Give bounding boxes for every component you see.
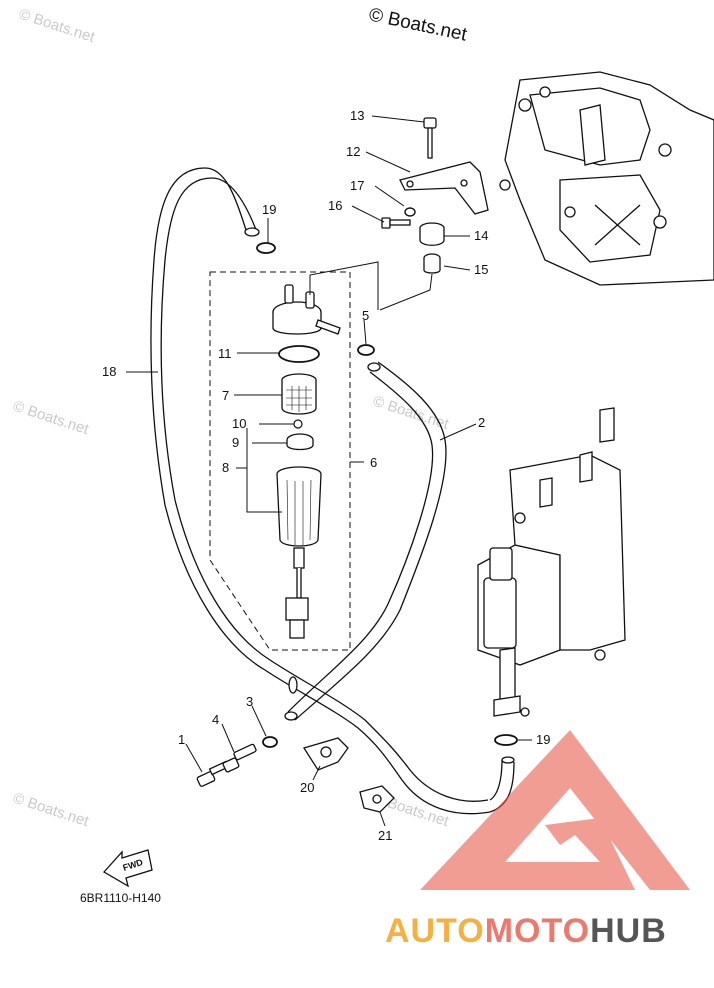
watermark: © Boats.net bbox=[11, 398, 92, 439]
callout-21: 21 bbox=[378, 828, 392, 843]
filter-cup-8 bbox=[276, 466, 322, 639]
watermark: © Boats.net bbox=[371, 393, 452, 434]
filter-assembly-group-box bbox=[209, 271, 351, 651]
copyright-text: © Boats.net bbox=[367, 4, 469, 45]
automotohub-logo: AUTOMOTOHUB bbox=[385, 730, 690, 950]
callout-11: 11 bbox=[218, 346, 232, 361]
callout-8: 8 bbox=[222, 460, 229, 475]
brand-part-2: MOTO bbox=[485, 912, 590, 950]
forward-direction-arrow: FWD bbox=[102, 849, 153, 888]
watermark: © Boats.net bbox=[11, 790, 92, 831]
callout-3: 3 bbox=[246, 694, 253, 709]
holder-20 bbox=[302, 737, 349, 771]
callout-14: 14 bbox=[474, 228, 488, 243]
callout-20: 20 bbox=[300, 780, 314, 795]
holder-21 bbox=[359, 785, 395, 813]
clip-19-top bbox=[256, 242, 276, 254]
callout-9: 9 bbox=[232, 435, 239, 450]
clip-10 bbox=[293, 419, 303, 429]
hose-2 bbox=[284, 361, 447, 721]
engine-block-illustration bbox=[499, 71, 714, 286]
brand-part-3: HUB bbox=[590, 912, 667, 950]
watermark: © Boats.net bbox=[17, 6, 98, 47]
leader-lines bbox=[126, 115, 532, 827]
clip-5 bbox=[357, 344, 375, 356]
grommet-14 bbox=[419, 222, 445, 246]
hose-pump-link bbox=[489, 756, 515, 813]
callout-7: 7 bbox=[222, 388, 229, 403]
brand-text: AUTOMOTOHUB bbox=[385, 912, 667, 950]
diagram-code: 6BR1110-H140 bbox=[80, 891, 161, 905]
bracket-12 bbox=[399, 161, 489, 215]
callout-labels: 1 2 3 4 5 6 7 8 9 10 11 12 13 14 15 16 1… bbox=[102, 108, 550, 843]
bolt-13 bbox=[423, 117, 437, 159]
brand-part-1: AUTO bbox=[385, 912, 485, 950]
callout-10: 10 bbox=[232, 416, 246, 431]
callout-5: 5 bbox=[362, 308, 369, 323]
callout-2: 2 bbox=[478, 415, 485, 430]
hose-18 bbox=[150, 167, 491, 815]
bolt-16 bbox=[381, 217, 411, 229]
callout-19-top: 19 bbox=[262, 202, 276, 217]
clip-3 bbox=[262, 736, 278, 748]
collar-15 bbox=[423, 253, 441, 274]
callout-6: 6 bbox=[370, 455, 377, 470]
filter-head bbox=[272, 284, 341, 335]
callout-13: 13 bbox=[350, 108, 364, 123]
filter-element-7 bbox=[281, 373, 317, 415]
fitting-4 bbox=[222, 743, 257, 773]
callout-16: 16 bbox=[328, 198, 342, 213]
clip-19-bottom bbox=[494, 734, 518, 746]
o-ring-11 bbox=[278, 345, 320, 363]
callout-18: 18 bbox=[102, 364, 116, 379]
callout-1: 1 bbox=[178, 732, 185, 747]
callout-12: 12 bbox=[346, 144, 360, 159]
washer-17 bbox=[404, 207, 416, 217]
float-9 bbox=[286, 433, 314, 451]
callout-4: 4 bbox=[212, 712, 219, 727]
fuel-pump-illustration bbox=[477, 407, 626, 717]
callout-15: 15 bbox=[474, 262, 488, 277]
callout-19-bottom: 19 bbox=[536, 732, 550, 747]
callout-17: 17 bbox=[350, 178, 364, 193]
